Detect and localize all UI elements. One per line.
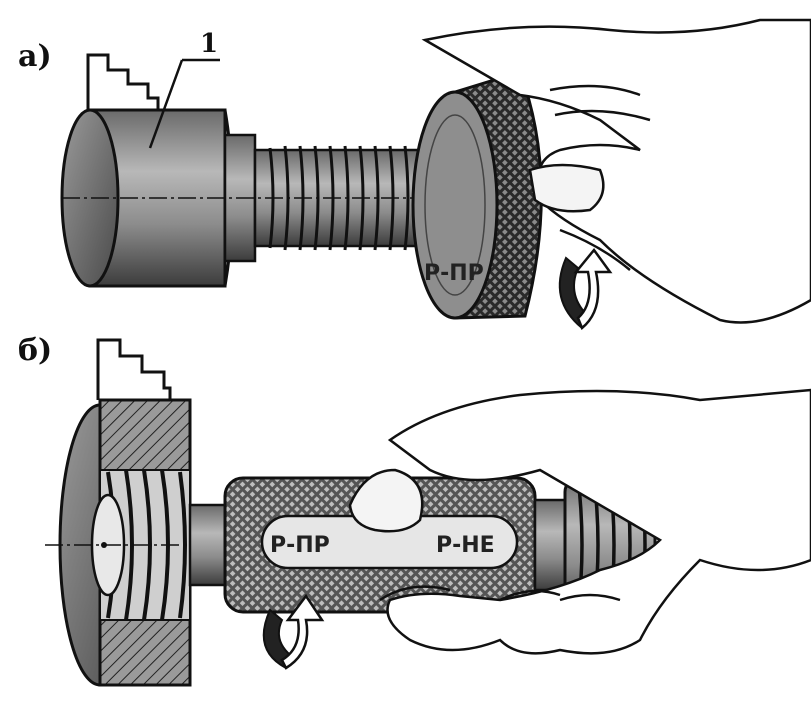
panel-a: а) 1 [18, 18, 811, 331]
callout-leader [148, 59, 184, 149]
plug-mark-nogo: Р-НЕ [436, 533, 495, 558]
panel-b: б) Р-ПР Р-НЕ [18, 333, 811, 687]
panel-a-label: а) [18, 39, 52, 74]
rotation-arrow-a-icon [558, 247, 613, 331]
ring-gauge-mark: Р-ПР [424, 261, 484, 286]
callout-number: 1 [200, 29, 218, 59]
workpiece-section-b [58, 398, 192, 687]
panel-b-label: б) [18, 333, 52, 368]
ring-gauge: Р-ПР [411, 70, 543, 320]
rotation-arrow-b-icon [262, 593, 325, 670]
hand-b [348, 388, 811, 655]
hand-a [421, 18, 811, 324]
step-profile-icon-b [96, 338, 172, 400]
plug-mark-go: Р-ПР [270, 533, 330, 558]
step-profile-icon-a [86, 53, 160, 110]
